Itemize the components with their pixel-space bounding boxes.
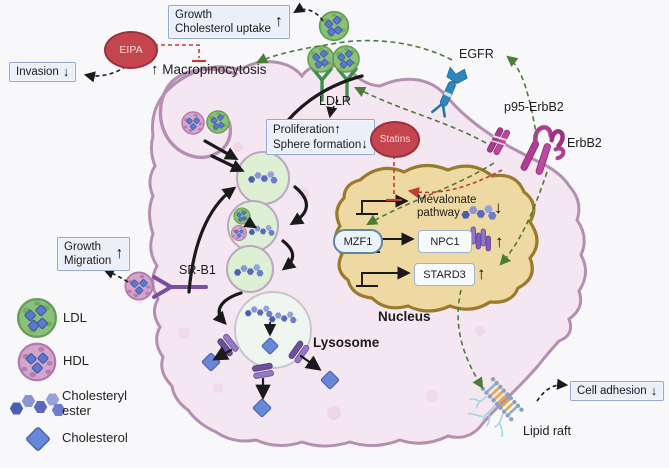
npc1-change-arrow: ↑ (495, 232, 504, 251)
cholesterol-legend-icon (25, 426, 51, 452)
trafficking-arrows (187, 74, 364, 401)
srb1-label: SR-B1 (179, 263, 216, 277)
lysosome-body (234, 291, 312, 369)
cholesterol-uptake-label: Cholesterol uptake (175, 23, 271, 35)
legend-item-cholesterol: Cholesterol (62, 430, 128, 445)
mevalonate-change-arrow: ↓ (494, 198, 503, 217)
egfr-label: EGFR (459, 47, 494, 61)
eipa-drug-oval: EIPA (104, 31, 158, 69)
signaling-arrows-green (255, 39, 548, 389)
mzf1-pill: MZF1 (333, 229, 383, 254)
growth-migration-box: Growth Migration ↑ (57, 237, 131, 271)
statins-drug-oval: Statins (370, 121, 420, 158)
egfr-receptor (431, 66, 468, 118)
growth-label: Growth (175, 9, 213, 21)
ldl-particle (307, 45, 335, 73)
p95-erbb2-receptor (486, 127, 511, 156)
macropinocytosis-label: ↑ Macropinocytosis (151, 61, 267, 78)
legend-item-cholesteryl-ester: Cholesteryl ester (62, 388, 128, 418)
legend-item-hdl: HDL (63, 353, 90, 368)
hdl-legend-icon (17, 342, 57, 382)
invasion-label: Invasion (16, 66, 59, 78)
growth-cholesterol-uptake-box: Growth Cholesterol uptake ↑ (168, 5, 290, 39)
up-arrow-glyph: ↑ (334, 121, 341, 136)
lipid-raft (467, 377, 524, 438)
down-arrow-glyph: ↓ (62, 64, 70, 79)
invasion-box: Invasion ↓ (9, 62, 77, 82)
lipid-raft-label: Lipid raft (523, 424, 571, 438)
up-arrow-glyph: ↑ (151, 61, 159, 78)
mevalonate-pathway-label: Mevalonate pathway (417, 194, 477, 219)
raft-glycans (467, 395, 504, 438)
statins-label: Statins (379, 134, 411, 145)
ldl-particle (318, 10, 350, 42)
migration-label: Migration (64, 255, 112, 267)
down-arrow-glyph: ↓ (650, 383, 658, 398)
endosome-3 (226, 245, 274, 293)
proliferation-label: Proliferation (273, 124, 335, 136)
cell-adhesion-box: Cell adhesion ↓ (570, 381, 665, 401)
down-arrow-glyph: ↓ (361, 136, 368, 151)
endosome-1 (236, 151, 290, 205)
npc1-gene-box: NPC1 (418, 230, 472, 253)
legend-item-ldl: LDL (63, 310, 87, 325)
eipa-label: EIPA (119, 44, 143, 56)
growth-label: Growth (64, 241, 102, 253)
stard3-change-arrow: ↑ (477, 264, 486, 283)
cholesteryl-ester-legend-icon (9, 393, 66, 416)
up-arrow-glyph: ↑ (115, 245, 124, 262)
macropinocytic-cup (158, 67, 238, 159)
legend-icons (9, 297, 66, 452)
sphere-formation-label: Sphere formation (273, 139, 362, 151)
proliferation-sphere-box: Proliferation↑ Sphere formation↓ (266, 119, 375, 155)
endosome-2 (227, 200, 279, 252)
ldl-particle (332, 45, 360, 73)
inhibition-arrows-red (154, 44, 503, 202)
cell-adhesion-label: Cell adhesion (577, 385, 647, 397)
hdl-particle (124, 271, 154, 301)
hdl-particle (181, 111, 205, 135)
up-arrow-glyph: ↑ (274, 13, 283, 30)
ldl-legend-icon (16, 297, 58, 339)
ldl-particle (206, 110, 230, 134)
nucleus-label: Nucleus (378, 309, 431, 324)
erbb2-receptor (520, 125, 566, 175)
p95-erbb2-label: p95-ErbB2 (504, 100, 564, 114)
stard3-gene-box: STARD3 (414, 263, 475, 286)
erbb2-label: ErbB2 (567, 136, 602, 150)
ldlr-label: LDLR (319, 94, 351, 108)
lysosome-label: Lysosome (313, 335, 380, 350)
